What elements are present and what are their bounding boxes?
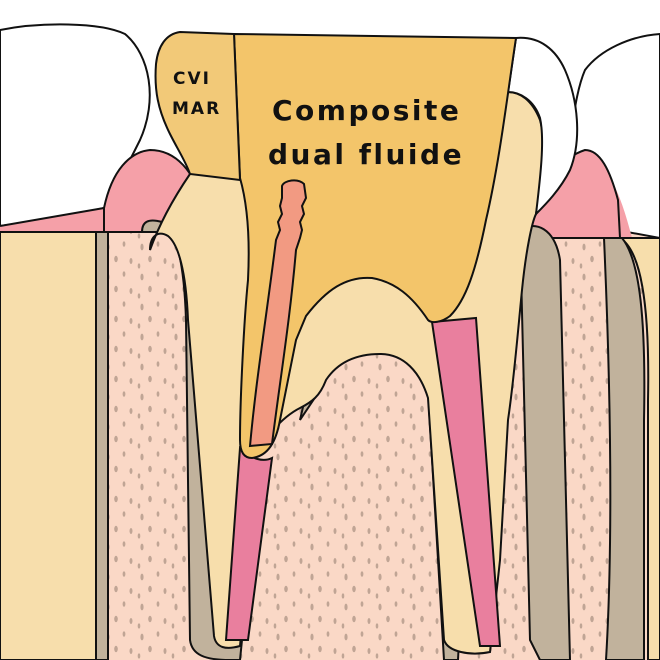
composite-restoration <box>232 32 518 460</box>
cvi-mar-base <box>154 30 242 182</box>
left-neighbor-tooth <box>0 23 151 660</box>
left-neighbor-root <box>0 231 97 660</box>
left-neighbor-ligament <box>95 231 109 660</box>
mesial-canal <box>430 316 502 647</box>
composite-label-line2: dual fluide <box>268 138 464 171</box>
fiber-post <box>248 179 308 448</box>
enamel <box>506 36 579 217</box>
cvi-label-line1: CVI <box>173 69 211 89</box>
right-neighbor-ligament <box>602 237 646 660</box>
right-neighbor-root <box>616 237 660 660</box>
cvi-label-line2: MAR <box>172 99 221 119</box>
composite-label-line1: Composite <box>272 94 461 127</box>
